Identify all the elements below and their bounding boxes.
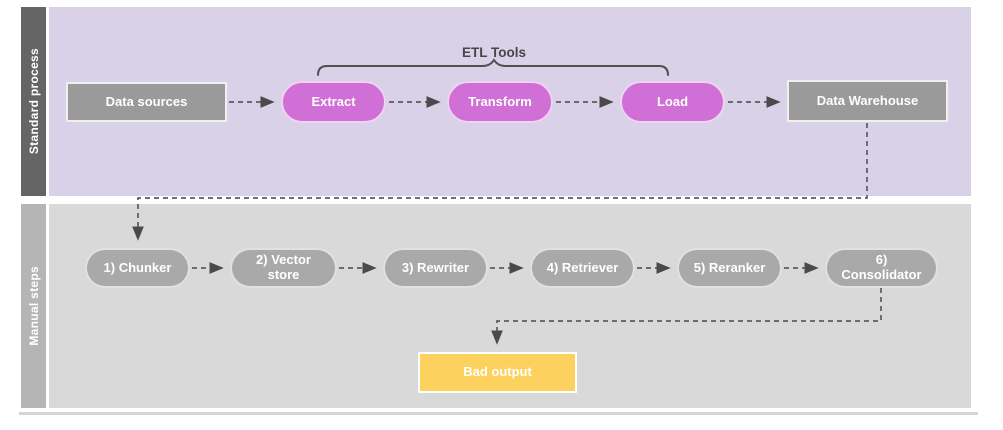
node-reranker: 5) Reranker: [677, 248, 782, 288]
arrow-data-warehouse-to-chunker: [132, 123, 868, 241]
lane-label-bar-standard-process: Standard process: [21, 7, 46, 196]
node-bad-output: Bad output: [418, 352, 577, 393]
node-data-warehouse: Data Warehouse: [787, 80, 948, 122]
node-consolidator: 6) Consolidator: [825, 248, 938, 288]
etl-tools-brace: [317, 58, 669, 76]
node-retriever: 4) Retriever: [530, 248, 635, 288]
node-load: Load: [620, 81, 725, 123]
etl-tools-label: ETL Tools: [462, 45, 526, 60]
node-data-sources: Data sources: [66, 82, 227, 122]
lane-label-bar-manual-steps: Manual steps: [21, 204, 46, 408]
arrow-consolidator-to-bad-output: [491, 288, 882, 345]
node-extract: Extract: [281, 81, 386, 123]
node-transform: Transform: [447, 81, 553, 123]
node-chunker: 1) Chunker: [85, 248, 190, 288]
node-rewriter: 3) Rewriter: [383, 248, 488, 288]
node-vector-store: 2) Vector store: [230, 248, 337, 288]
page-edge-line: [19, 412, 978, 415]
